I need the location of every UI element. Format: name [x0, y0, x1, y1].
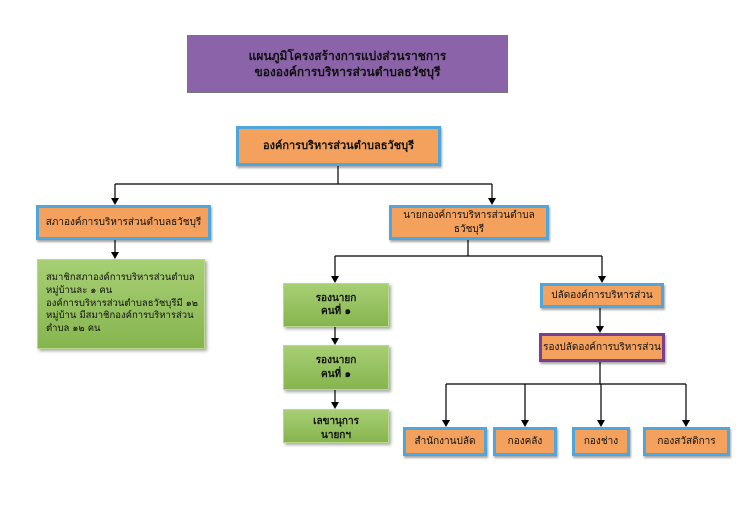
division-label: กองคลัง [507, 435, 543, 447]
division-engineering-node: กองช่าง [572, 427, 630, 456]
chart-title-line2: ขององค์การบริหารส่วนตำบลธวัชบุรี [254, 65, 441, 79]
deputy-clerk-label: รองปลัดองค์การบริหารส่วน [543, 341, 661, 353]
secretary-line2: นายกฯ [321, 429, 351, 441]
council-desc-line: สมาชิกสภาองค์การบริหารส่วนตำบล [46, 271, 195, 283]
council-desc-line: หมู่บ้านละ ๑ คน [46, 284, 113, 296]
deputy-1-line1: รองนายก [315, 292, 357, 304]
org-top-label: องค์การบริหารส่วนตำบลธวัชบุรี [262, 138, 414, 152]
division-label: สำนักงานปลัด [414, 435, 476, 447]
council-description: สมาชิกสภาองค์การบริหารส่วนตำบล หมู่บ้านล… [37, 259, 205, 349]
division-label: กองสวัสดิการ [657, 435, 716, 447]
deputy-clerk-node: รองปลัดองค์การบริหารส่วน [539, 333, 665, 362]
division-finance-node: กองคลัง [493, 427, 557, 456]
council-desc-line: ตำบล ๑๒ คน [46, 323, 101, 335]
council-node: สภาองค์การบริหารส่วนตำบลธวัชบุรี [36, 205, 211, 240]
council-desc-line: องค์การบริหารส่วนตำบลธวัชบุรีมี ๑๒ [46, 297, 198, 309]
org-top-node: องค์การบริหารส่วนตำบลธวัชบุรี [236, 126, 441, 166]
chart-title: แผนภูมิโครงสร้างการแบ่งส่วนราชการ ขององค… [187, 35, 508, 93]
chart-title-line1: แผนภูมิโครงสร้างการแบ่งส่วนราชการ [248, 48, 447, 63]
clerk-node: ปลัดองค์การบริหารส่วน [540, 283, 664, 308]
secretary-line1: เลขานุการ [313, 416, 359, 427]
deputy-1-line2: คนที่ ๑ [321, 306, 351, 317]
deputy-2-line1: รองนายก [315, 355, 357, 366]
deputy-2-line2: คนที่ ๑ [321, 368, 351, 380]
deputy-mayor-1-node: รองนายก คนที่ ๑ [283, 283, 389, 327]
division-welfare-node: กองสวัสดิการ [643, 427, 730, 456]
council-desc-line: หมู่บ้าน มีสมาชิกองค์การบริหารส่วน [46, 310, 194, 322]
division-office-node: สำนักงานปลัด [403, 427, 487, 456]
secretary-node: เลขานุการ นายกฯ [283, 409, 389, 443]
mayor-node: นายกองค์การบริหารส่วนตำบลธวัชบุรี [389, 205, 549, 240]
council-label: สภาองค์การบริหารส่วนตำบลธวัชบุรี [45, 216, 202, 228]
clerk-label: ปลัดองค์การบริหารส่วน [551, 289, 653, 301]
division-label: กองช่าง [583, 435, 619, 447]
deputy-mayor-2-node: รองนายก คนที่ ๑ [283, 345, 389, 390]
mayor-label: นายกองค์การบริหารส่วนตำบลธวัชบุรี [403, 210, 535, 235]
